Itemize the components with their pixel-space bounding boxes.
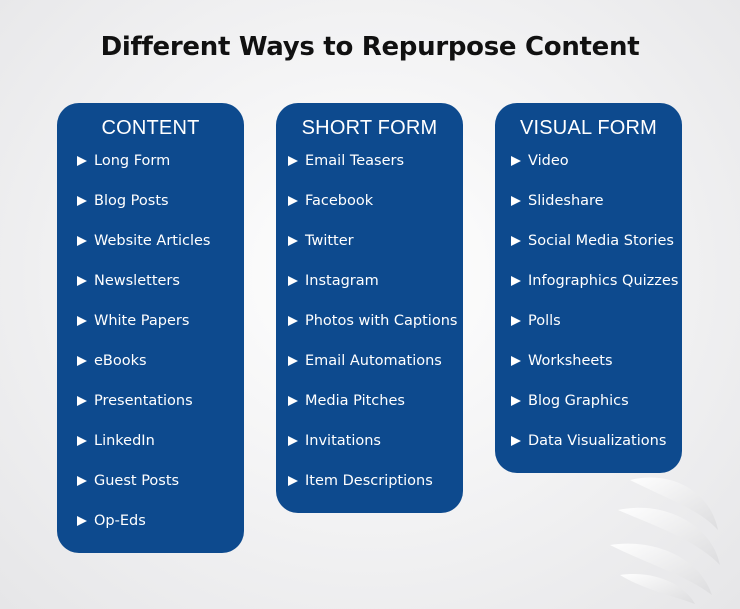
column-heading: CONTENT bbox=[101, 117, 200, 139]
list-item: LinkedIn bbox=[77, 431, 155, 451]
list-item: Slideshare bbox=[511, 191, 604, 211]
list-item: Polls bbox=[511, 311, 561, 331]
list-item: Photos with Captions bbox=[288, 311, 457, 331]
list-item: Video bbox=[511, 151, 569, 171]
triangle-bullet-icon bbox=[288, 196, 298, 206]
list-item: eBooks bbox=[77, 351, 147, 371]
triangle-bullet-icon bbox=[288, 276, 298, 286]
triangle-bullet-icon bbox=[288, 156, 298, 166]
list-item: Worksheets bbox=[511, 351, 613, 371]
triangle-bullet-icon bbox=[77, 276, 87, 286]
short-form-column: SHORT FORM Email Teasers Facebook Twitte… bbox=[276, 103, 463, 513]
triangle-bullet-icon bbox=[77, 396, 87, 406]
list-item: Social Media Stories bbox=[511, 231, 674, 251]
list-item: White Papers bbox=[77, 311, 189, 331]
triangle-bullet-icon bbox=[77, 196, 87, 206]
list-item: Facebook bbox=[288, 191, 373, 211]
list-item: Long Form bbox=[77, 151, 170, 171]
column-heading: VISUAL FORM bbox=[519, 117, 658, 139]
triangle-bullet-icon bbox=[77, 476, 87, 486]
list-item: Instagram bbox=[288, 271, 379, 291]
triangle-bullet-icon bbox=[511, 316, 521, 326]
list-item: Item Descriptions bbox=[288, 471, 433, 491]
triangle-bullet-icon bbox=[511, 156, 521, 166]
triangle-bullet-icon bbox=[511, 436, 521, 446]
triangle-bullet-icon bbox=[511, 196, 521, 206]
list-item: Website Articles bbox=[77, 231, 210, 251]
triangle-bullet-icon bbox=[77, 356, 87, 366]
triangle-bullet-icon bbox=[77, 236, 87, 246]
list-item: Newsletters bbox=[77, 271, 180, 291]
content-column: CONTENT Long Form Blog Posts Website Art… bbox=[57, 103, 244, 553]
list-item: Infographics Quizzes bbox=[511, 271, 678, 291]
list-item: Op-Eds bbox=[77, 511, 146, 531]
triangle-bullet-icon bbox=[511, 356, 521, 366]
triangle-bullet-icon bbox=[288, 476, 298, 486]
list-item: Blog Graphics bbox=[511, 391, 629, 411]
list-item: Media Pitches bbox=[288, 391, 405, 411]
list-item: Invitations bbox=[288, 431, 381, 451]
triangle-bullet-icon bbox=[511, 396, 521, 406]
triangle-bullet-icon bbox=[288, 236, 298, 246]
triangle-bullet-icon bbox=[77, 316, 87, 326]
list-item: Data Visualizations bbox=[511, 431, 666, 451]
column-heading: SHORT FORM bbox=[301, 117, 438, 139]
page-title: Different Ways to Repurpose Content bbox=[100, 32, 640, 62]
list-item: Twitter bbox=[288, 231, 354, 251]
triangle-bullet-icon bbox=[288, 316, 298, 326]
triangle-bullet-icon bbox=[77, 156, 87, 166]
triangle-bullet-icon bbox=[288, 436, 298, 446]
watermark-logo-icon bbox=[610, 477, 720, 604]
triangle-bullet-icon bbox=[511, 276, 521, 286]
triangle-bullet-icon bbox=[511, 236, 521, 246]
visual-form-column: VISUAL FORM Video Slideshare Social Medi… bbox=[495, 103, 682, 473]
triangle-bullet-icon bbox=[77, 516, 87, 526]
list-item: Blog Posts bbox=[77, 191, 169, 211]
list-item: Presentations bbox=[77, 391, 193, 411]
list-item: Email Teasers bbox=[288, 151, 404, 171]
list-item: Email Automations bbox=[288, 351, 442, 371]
list-item: Guest Posts bbox=[77, 471, 179, 491]
triangle-bullet-icon bbox=[288, 396, 298, 406]
triangle-bullet-icon bbox=[288, 356, 298, 366]
triangle-bullet-icon bbox=[77, 436, 87, 446]
